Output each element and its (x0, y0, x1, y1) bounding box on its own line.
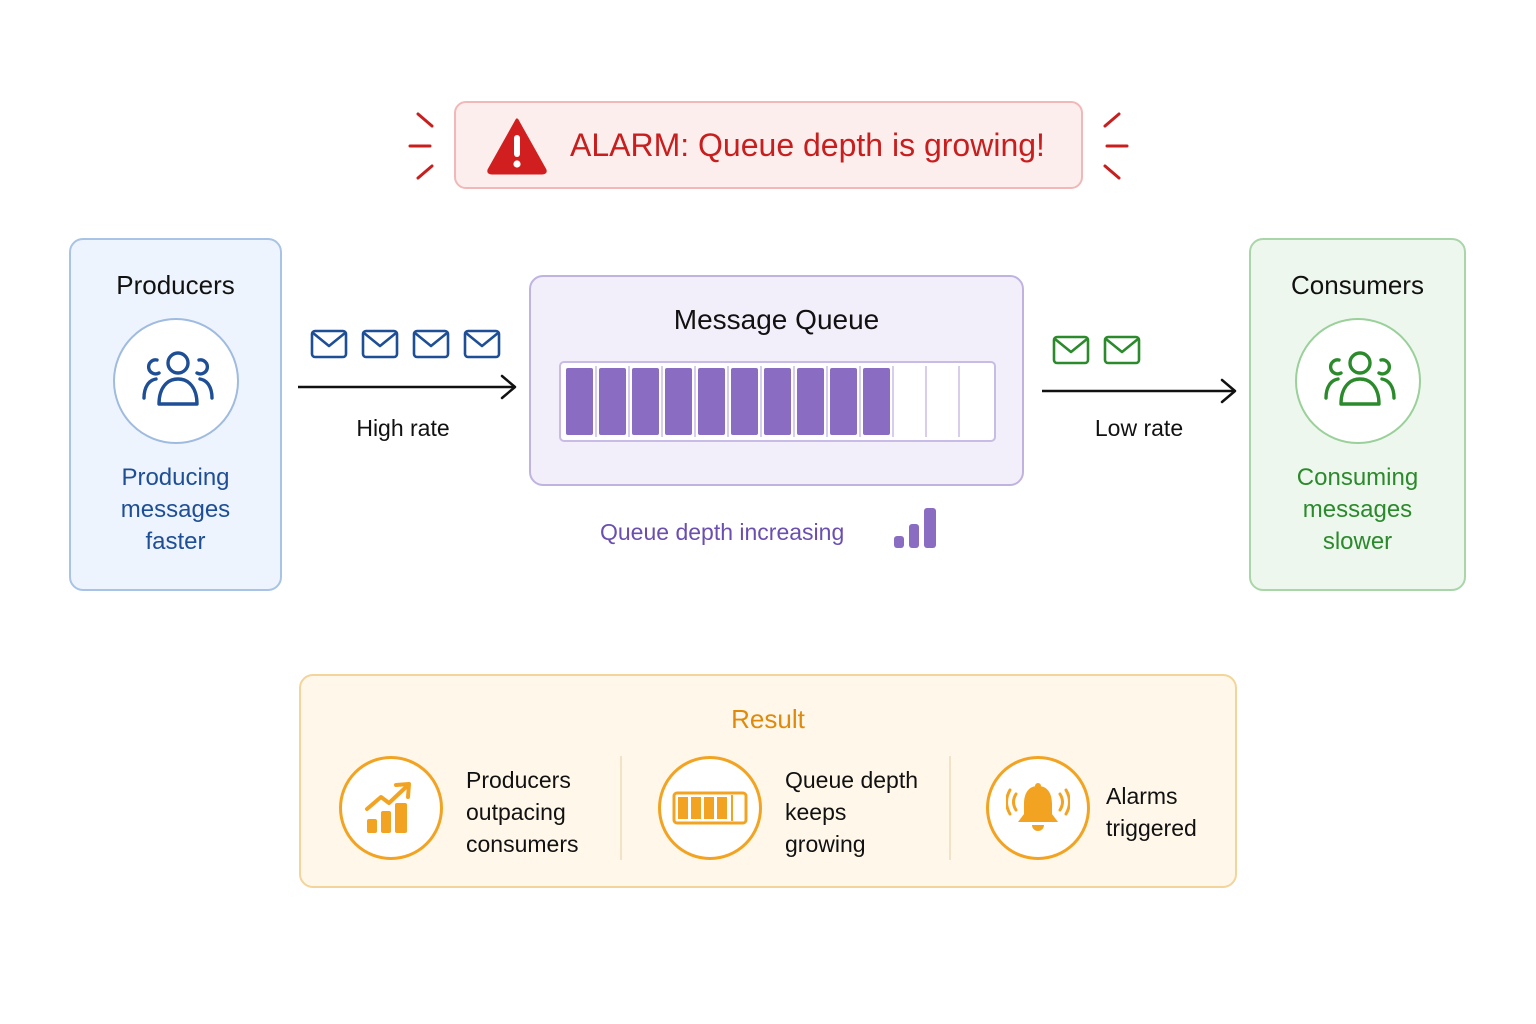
result-box: Result Producers outpacing consumers Que… (299, 674, 1237, 888)
outflow-arrow (1042, 378, 1237, 404)
outflow-rate-label: Low rate (1094, 415, 1184, 441)
queue-slot-filled (861, 366, 894, 437)
result-item-2-line: Queue depth (785, 767, 919, 793)
producers-panel: Producers Producing messages faster (69, 238, 282, 591)
bell-alarm-icon (1006, 783, 1070, 831)
envelope-icon (310, 329, 348, 359)
queue-slot-empty (927, 366, 960, 437)
trend-up-chart-icon (365, 782, 411, 833)
envelope-icon (1052, 335, 1090, 365)
result-divider (949, 756, 951, 860)
queue-slot-filled (795, 366, 828, 437)
consumers-description-line: Consuming (1296, 464, 1419, 491)
result-item-3-line: triggered (1106, 815, 1197, 841)
producers-description: Producing messages faster (71, 462, 280, 558)
alarm-rays-left-icon (408, 112, 434, 180)
alarm-text: ALARM: Queue depth is growing! (570, 127, 1045, 163)
consumers-panel: Consumers Consuming messages slower (1249, 238, 1466, 591)
queue-slot-filled (729, 366, 762, 437)
inflow-rate-label: High rate (356, 415, 450, 441)
queue-slot-filled (696, 366, 729, 437)
queue-slot-filled (828, 366, 861, 437)
alarm-banner: ALARM: Queue depth is growing! (454, 101, 1083, 189)
warning-triangle-icon (487, 118, 547, 175)
queue-track (559, 361, 996, 442)
consumers-description-line: slower (1322, 528, 1393, 555)
queue-slot-empty (960, 366, 991, 437)
result-item-1-text: Producers outpacing consumers (466, 764, 578, 860)
queue-slot-filled (630, 366, 663, 437)
rising-bars-icon (894, 508, 936, 548)
result-item-1-line: consumers (466, 831, 579, 857)
result-item-3-line: Alarms (1106, 783, 1178, 809)
queue-bar-icon (672, 791, 748, 825)
producers-description-line: Producing (121, 464, 230, 491)
producers-avatar (113, 318, 239, 444)
queue-depth-label: Queue depth increasing (600, 519, 845, 545)
users-icon (1324, 351, 1396, 406)
result-item-2-line: growing (785, 831, 866, 857)
envelope-icon (463, 329, 501, 359)
producers-description-line: messages (120, 496, 231, 523)
result-divider (620, 756, 622, 860)
alarm-rays-right-icon (1103, 112, 1129, 180)
queue-title: Message Queue (673, 304, 880, 335)
result-item-2-text: Queue depth keeps growing (785, 764, 918, 860)
envelope-icon (412, 329, 450, 359)
result-item-2-line: keeps (785, 799, 847, 825)
producers-description-line: faster (145, 528, 206, 555)
envelope-icon (361, 329, 399, 359)
result-item-2-badge (658, 756, 762, 860)
queue-slot-empty (894, 366, 927, 437)
result-item-3-text: Alarms triggered (1106, 780, 1197, 844)
result-item-1-line: outpacing (466, 799, 566, 825)
consumers-title: Consumers (1291, 270, 1424, 300)
consumers-description: Consuming messages slower (1251, 462, 1464, 558)
queue-slot-filled (663, 366, 696, 437)
result-item-1-badge (339, 756, 443, 860)
envelope-icon (1103, 335, 1141, 365)
consumers-avatar (1295, 318, 1421, 444)
message-queue-box: Message Queue (529, 275, 1024, 486)
inflow-arrow (298, 374, 517, 400)
producers-title: Producers (116, 270, 235, 300)
result-item-1-line: Producers (466, 767, 571, 793)
queue-slot-filled (597, 366, 630, 437)
users-icon (142, 351, 214, 406)
queue-slot-filled (564, 366, 597, 437)
result-item-3-badge (986, 756, 1090, 860)
queue-slot-filled (762, 366, 795, 437)
consumers-description-line: messages (1302, 496, 1413, 523)
result-title: Result (731, 704, 805, 734)
